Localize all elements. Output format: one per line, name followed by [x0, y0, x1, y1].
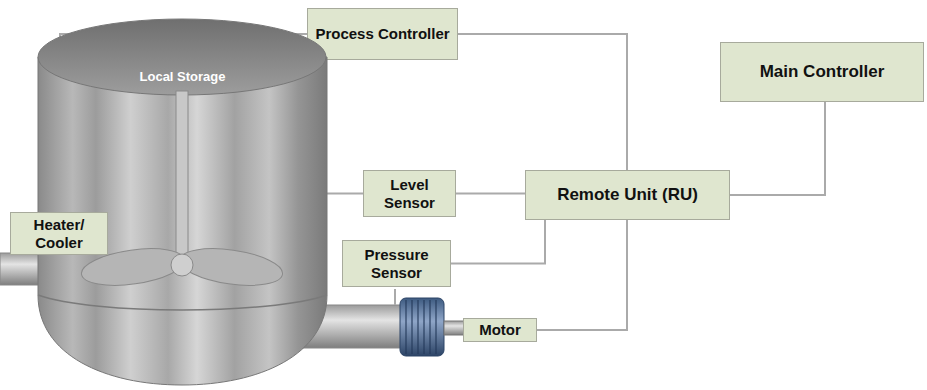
signal-wire — [537, 220, 627, 330]
signal-wire — [456, 193, 525, 195]
node-label: Remote Unit (RU) — [553, 185, 702, 205]
signal-wire — [322, 193, 363, 195]
node-label: Local Storage — [35, 69, 330, 84]
main-controller: Main Controller — [720, 42, 924, 102]
node-label: Heater/ Cooler — [11, 216, 107, 252]
coupling-ridges — [405, 300, 437, 354]
heater-cooler: Heater/ Cooler — [10, 212, 108, 255]
motor-shaft — [444, 321, 464, 335]
pressure-sensor: Pressure Sensor — [342, 240, 451, 287]
ridge — [405, 300, 407, 354]
ridge — [435, 300, 437, 354]
ridge — [429, 300, 431, 354]
node-label: Level Sensor — [364, 176, 455, 212]
signal-wire — [730, 102, 825, 195]
ridge — [417, 300, 419, 354]
process-controller: Process Controller — [307, 8, 458, 60]
signal-wire — [451, 220, 545, 264]
storage-tank: Local Storage — [35, 15, 330, 387]
node-label: Pressure Sensor — [343, 246, 450, 282]
motor-coupling — [400, 298, 444, 356]
ridge — [423, 300, 425, 354]
motor-box: Motor — [463, 318, 537, 342]
ridge — [411, 300, 413, 354]
node-label: Motor — [475, 321, 525, 339]
remote-unit: Remote Unit (RU) — [525, 170, 730, 220]
level-sensor: Level Sensor — [363, 170, 456, 217]
signal-wire — [458, 34, 627, 170]
sensor-tap-line — [394, 289, 396, 305]
node-label: Main Controller — [756, 62, 889, 82]
node-label: Process Controller — [311, 25, 453, 43]
